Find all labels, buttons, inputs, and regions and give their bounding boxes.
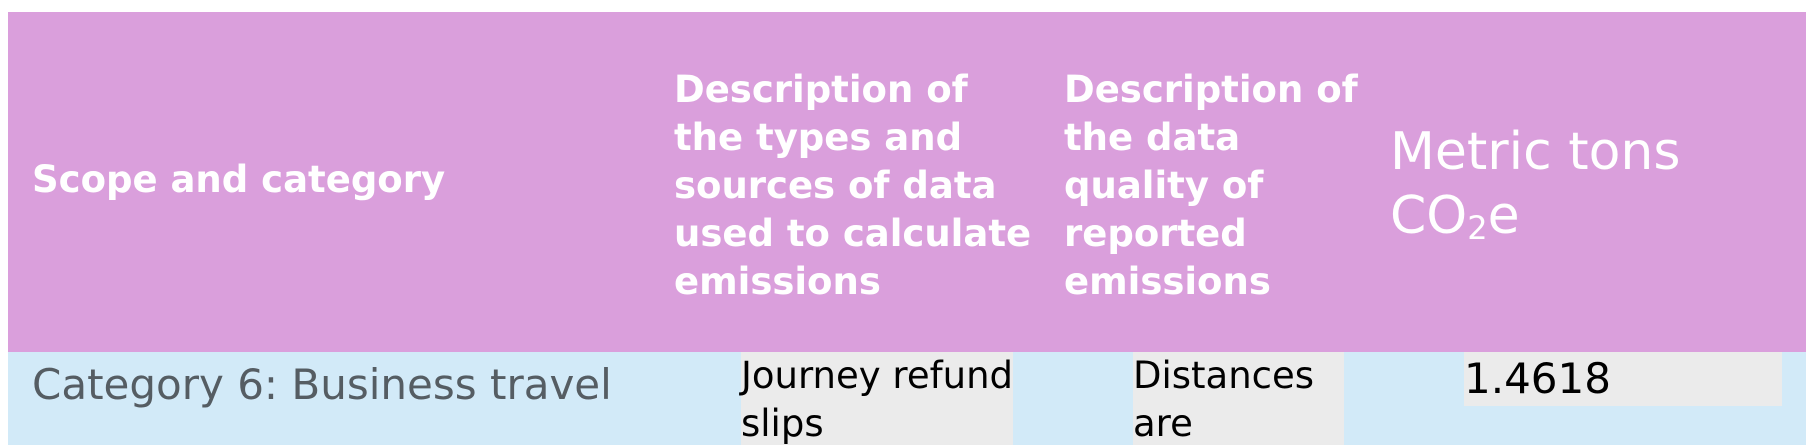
cell-data-types: Journey refund slips xyxy=(741,352,1014,445)
row-right-edge xyxy=(1790,352,1806,445)
header-scope-and-category: Scope and category xyxy=(32,158,446,201)
header-metric-subscript: 2 xyxy=(1467,209,1488,247)
header-types-and-sources: Description of the types and sources of … xyxy=(674,68,1032,303)
cell-metric-value: 1.4618 xyxy=(1464,352,1782,406)
table-row: Category 6: Business travel Journey refu… xyxy=(8,352,1806,445)
cell-category: Category 6: Business travel xyxy=(32,360,612,409)
table-header: Scope and category Description of the ty… xyxy=(8,12,1806,352)
header-metric-tons: Metric tons CO2e xyxy=(1390,120,1806,260)
header-metric-suffix: e xyxy=(1487,186,1520,246)
header-metric-main: Metric tons CO xyxy=(1390,122,1681,246)
header-data-quality: Description of the data quality of repor… xyxy=(1064,68,1358,303)
emissions-table: Scope and category Description of the ty… xyxy=(8,12,1806,445)
cell-data-quality: Distances are xyxy=(1133,352,1344,445)
